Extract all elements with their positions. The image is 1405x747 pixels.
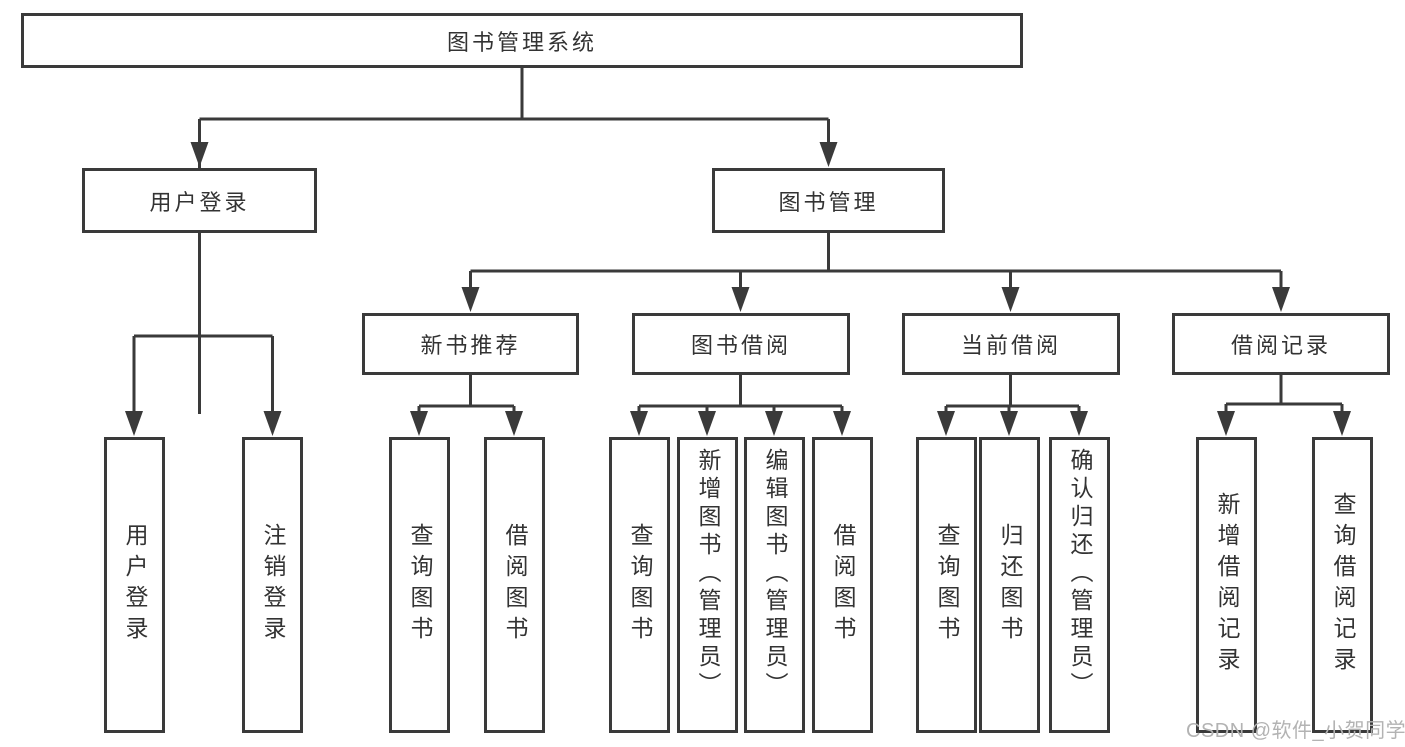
leaf-query-borrow-record: 查询借阅记录 <box>1312 437 1373 733</box>
node-library-system: 图书管理系统 <box>21 13 1023 68</box>
leaf-add-books-admin: 新增图书（管理员） <box>677 437 738 733</box>
leaf-query-books-current: 查询图书 <box>916 437 977 733</box>
leaf-confirm-return-admin: 确认归还（管理员） <box>1049 437 1110 733</box>
leaf-logout: 注销登录 <box>242 437 303 733</box>
node-new-book-recommend: 新书推荐 <box>362 313 579 375</box>
leaf-edit-books-admin: 编辑图书（管理员） <box>744 437 805 733</box>
edges-root <box>190 66 838 414</box>
edges-new-book-recommend <box>410 375 523 436</box>
edges-current-borrow <box>937 375 1088 436</box>
node-book-management: 图书管理 <box>712 168 945 233</box>
node-borrow-records: 借阅记录 <box>1172 313 1390 375</box>
csdn-watermark: CSDN @软件_小贺同学 <box>1186 720 1405 742</box>
leaf-query-books-recommend: 查询图书 <box>389 437 450 733</box>
node-user-login: 用户登录 <box>82 168 317 233</box>
edges-book-management <box>461 233 1290 312</box>
leaf-return-books: 归还图书 <box>979 437 1040 733</box>
leaf-query-books-borrow: 查询图书 <box>609 437 670 733</box>
node-current-borrow: 当前借阅 <box>902 313 1120 375</box>
edges-book-borrow <box>630 375 851 436</box>
leaf-user-login: 用户登录 <box>104 437 165 733</box>
edges-user-login <box>125 233 282 436</box>
leaf-borrow-books: 借阅图书 <box>812 437 873 733</box>
edges-borrow-records <box>1217 375 1351 436</box>
leaf-add-borrow-record: 新增借阅记录 <box>1196 437 1257 733</box>
node-book-borrow: 图书借阅 <box>632 313 850 375</box>
leaf-borrow-books-recommend: 借阅图书 <box>484 437 545 733</box>
